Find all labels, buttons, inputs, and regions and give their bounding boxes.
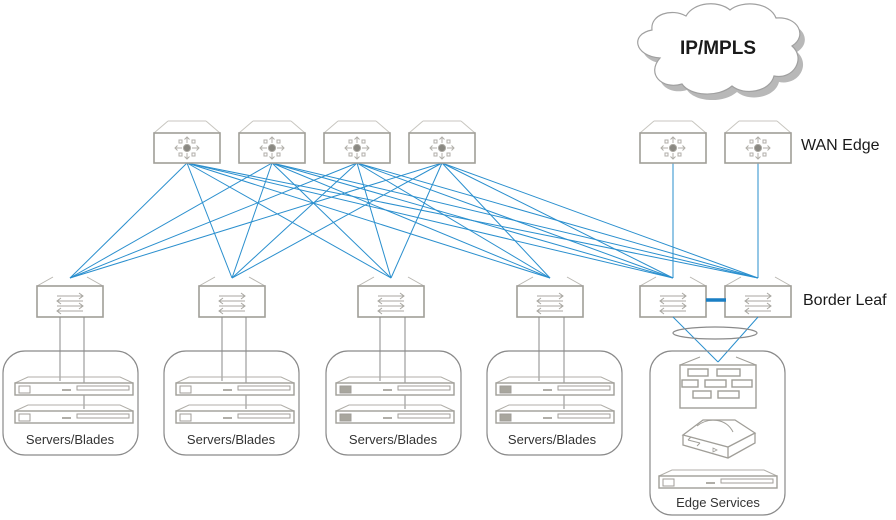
- spine-leaf-link: [231, 162, 273, 279]
- spine-leaf-link: [186, 162, 392, 279]
- spine-leaf-link: [231, 162, 443, 279]
- server-icon: [495, 376, 615, 396]
- spine-leaf-link: [271, 162, 674, 279]
- server-group-container: [486, 350, 623, 456]
- spine-leaf-link: [186, 162, 233, 279]
- server-icon: [495, 404, 615, 424]
- spine-leaf-link: [356, 162, 674, 279]
- edge-services-label: Edge Services: [676, 495, 760, 510]
- cloud-shape: [637, 3, 801, 95]
- spine-leaf-link: [186, 162, 674, 279]
- spine-router-4[interactable]: [408, 120, 476, 164]
- cloud-label: IP/MPLS: [680, 38, 756, 59]
- firewall-icon: [679, 356, 757, 409]
- border-leaf-switch-2[interactable]: [724, 276, 792, 318]
- leaf-switch-2[interactable]: [198, 276, 266, 318]
- spine-tier: [153, 120, 476, 164]
- server-icon: [175, 404, 295, 424]
- wan-edge-router-1[interactable]: [639, 120, 707, 164]
- spine-leaf-link: [356, 162, 551, 279]
- server-icon: [14, 404, 134, 424]
- server-icon: [175, 376, 295, 396]
- server-group-container: [163, 350, 300, 456]
- server-group-3: Servers/Blades: [325, 317, 462, 456]
- server-group-2: Servers/Blades: [163, 317, 300, 456]
- server-icon: [658, 469, 778, 489]
- spine-leaf-link: [356, 162, 392, 279]
- wan-edge-router-2[interactable]: [724, 120, 792, 164]
- border-leaf-label: Border Leaf: [803, 292, 887, 309]
- spine-leaf-link: [271, 162, 392, 279]
- spine-router-3[interactable]: [323, 120, 391, 164]
- ip-mpls-cloud: IP/MPLS: [637, 3, 805, 101]
- spine-leaf-link: [390, 162, 443, 279]
- leaf-switch-3[interactable]: [357, 276, 425, 318]
- wan-edge-label: WAN Edge: [801, 137, 880, 154]
- spine-leaf-link: [186, 162, 551, 279]
- spine-leaf-link: [69, 162, 443, 279]
- leaf-switch-4[interactable]: [516, 276, 584, 318]
- links-layer: [69, 162, 759, 279]
- server-icon: [335, 376, 455, 396]
- edge-services-group: Edge Services: [649, 316, 786, 516]
- spine-leaf-link: [69, 162, 188, 279]
- spine-leaf-link: [441, 162, 759, 279]
- edge-link: [672, 316, 719, 363]
- spine-leaf-link: [231, 162, 358, 279]
- spine-router-2[interactable]: [238, 120, 306, 164]
- server-icon: [335, 404, 455, 424]
- spine-leaf-link: [441, 162, 674, 279]
- server-group-label: Servers/Blades: [187, 432, 276, 447]
- spine-leaf-link: [69, 162, 273, 279]
- server-group-label: Servers/Blades: [26, 432, 115, 447]
- leaf-switch-1[interactable]: [36, 276, 104, 318]
- edge-link: [717, 316, 759, 363]
- server-group-4: Servers/Blades: [486, 317, 623, 456]
- server-group-container: [325, 350, 462, 456]
- spine-leaf-link: [69, 162, 358, 279]
- server-group-container: [2, 350, 139, 456]
- spine-leaf-link: [441, 162, 551, 279]
- server-icon: [14, 376, 134, 396]
- load-balancer-icon: [681, 419, 757, 459]
- leaf-tier: Border Leaf: [36, 276, 887, 318]
- link-bundle-ellipse: [672, 326, 758, 340]
- edge-services-container: [649, 350, 786, 516]
- spine-leaf-link: [271, 162, 551, 279]
- server-group-1: Servers/Blades: [2, 317, 139, 456]
- spine-router-1[interactable]: [153, 120, 221, 164]
- border-leaf-switch-1[interactable]: [639, 276, 707, 318]
- wan-edge-tier: WAN Edge: [639, 120, 880, 164]
- server-group-label: Servers/Blades: [349, 432, 438, 447]
- server-group-label: Servers/Blades: [508, 432, 597, 447]
